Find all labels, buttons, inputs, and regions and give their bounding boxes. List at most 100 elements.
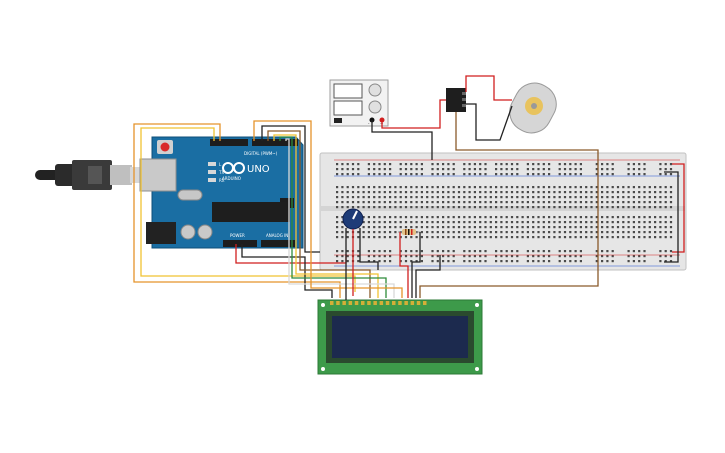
breadboard-hole[interactable] xyxy=(532,255,535,258)
breadboard-hole[interactable] xyxy=(420,255,423,258)
breadboard-hole[interactable] xyxy=(442,260,445,263)
breadboard-hole[interactable] xyxy=(457,221,461,224)
breadboard-hole[interactable] xyxy=(394,231,397,234)
breadboard-hole[interactable] xyxy=(669,255,673,258)
breadboard-hole[interactable] xyxy=(452,186,455,189)
breadboard-hole[interactable] xyxy=(399,168,402,171)
wire-orange-loop[interactable] xyxy=(133,123,341,298)
breadboard-hole[interactable] xyxy=(420,260,423,263)
breadboard-hole[interactable] xyxy=(558,201,561,204)
breadboard-hole[interactable] xyxy=(489,226,492,229)
breadboard-hole[interactable] xyxy=(431,163,434,166)
breadboard-hole[interactable] xyxy=(410,191,413,194)
breadboard-hole[interactable] xyxy=(473,191,476,194)
breadboard-hole[interactable] xyxy=(383,163,386,166)
breadboard-hole[interactable] xyxy=(351,186,355,189)
breadboard-hole[interactable] xyxy=(436,173,439,176)
breadboard-hole[interactable] xyxy=(500,173,503,176)
breadboard-hole[interactable] xyxy=(638,260,641,263)
breadboard-hole[interactable] xyxy=(669,186,673,189)
breadboard-hole[interactable] xyxy=(410,168,413,171)
wire-white-d8[interactable] xyxy=(285,138,395,298)
breadboard-hole[interactable] xyxy=(415,236,418,239)
breadboard-hole[interactable] xyxy=(336,221,339,224)
breadboard-hole[interactable] xyxy=(595,191,598,194)
breadboard-hole[interactable] xyxy=(505,206,508,209)
breadboard-hole[interactable] xyxy=(510,221,514,224)
breadboard-hole[interactable] xyxy=(336,201,339,204)
breadboard-hole[interactable] xyxy=(548,168,551,171)
breadboard-hole[interactable] xyxy=(659,216,662,219)
breadboard-hole[interactable] xyxy=(389,173,392,176)
breadboard-hole[interactable] xyxy=(611,163,614,166)
breadboard-hole[interactable] xyxy=(558,206,561,209)
wire-green-d9[interactable] xyxy=(279,136,387,298)
breadboard-hole[interactable] xyxy=(510,255,514,258)
breadboard-hole[interactable] xyxy=(542,206,545,209)
breadboard-hole[interactable] xyxy=(569,260,572,263)
breadboard-hole[interactable] xyxy=(563,260,567,263)
breadboard-hole[interactable] xyxy=(436,206,439,209)
breadboard-hole[interactable] xyxy=(383,260,386,263)
breadboard-hole[interactable] xyxy=(373,250,376,253)
breadboard-hole[interactable] xyxy=(436,260,439,263)
breadboard-hole[interactable] xyxy=(463,226,466,229)
breadboard-hole[interactable] xyxy=(500,206,503,209)
breadboard-hole[interactable] xyxy=(558,221,561,224)
breadboard-hole[interactable] xyxy=(336,173,339,176)
reset-button-cap[interactable] xyxy=(160,142,170,152)
breadboard-hole[interactable] xyxy=(336,226,339,229)
breadboard-hole[interactable] xyxy=(410,255,413,258)
breadboard-hole[interactable] xyxy=(415,163,418,166)
breadboard-hole[interactable] xyxy=(415,196,418,199)
breadboard-hole[interactable] xyxy=(669,196,673,199)
breadboard-hole[interactable] xyxy=(569,191,572,194)
breadboard-hole[interactable] xyxy=(558,226,561,229)
breadboard-hole[interactable] xyxy=(521,196,524,199)
breadboard-hole[interactable] xyxy=(447,236,450,239)
breadboard-hole[interactable] xyxy=(606,173,609,176)
breadboard-hole[interactable] xyxy=(585,221,588,224)
breadboard-hole[interactable] xyxy=(346,196,349,199)
breadboard-hole[interactable] xyxy=(373,255,376,258)
breadboard-hole[interactable] xyxy=(563,250,567,253)
breadboard-hole[interactable] xyxy=(436,196,439,199)
breadboard-hole[interactable] xyxy=(489,206,492,209)
breadboard-hole[interactable] xyxy=(389,236,392,239)
breadboard-hole[interactable] xyxy=(378,221,381,224)
breadboard-hole[interactable] xyxy=(606,221,609,224)
breadboard-hole[interactable] xyxy=(383,173,386,176)
breadboard-hole[interactable] xyxy=(447,255,450,258)
breadboard-hole[interactable] xyxy=(341,221,344,224)
breadboard-hole[interactable] xyxy=(505,201,508,204)
breadboard-hole[interactable] xyxy=(468,260,471,263)
breadboard-hole[interactable] xyxy=(510,173,514,176)
breadboard-hole[interactable] xyxy=(484,168,487,171)
breadboard-hole[interactable] xyxy=(632,201,635,204)
breadboard-hole[interactable] xyxy=(447,163,450,166)
breadboard-hole[interactable] xyxy=(664,221,667,224)
breadboard-hole[interactable] xyxy=(595,196,598,199)
breadboard-hole[interactable] xyxy=(659,191,662,194)
breadboard-hole[interactable] xyxy=(399,216,402,219)
breadboard-hole[interactable] xyxy=(431,236,434,239)
breadboard-hole[interactable] xyxy=(558,186,561,189)
breadboard-hole[interactable] xyxy=(452,260,455,263)
breadboard-hole[interactable] xyxy=(336,206,339,209)
breadboard-hole[interactable] xyxy=(495,191,498,194)
breadboard-hole[interactable] xyxy=(521,236,524,239)
breadboard-hole[interactable] xyxy=(569,206,572,209)
breadboard-hole[interactable] xyxy=(489,196,492,199)
breadboard-hole[interactable] xyxy=(426,226,429,229)
breadboard-hole[interactable] xyxy=(479,231,482,234)
wire-red-supply[interactable] xyxy=(381,99,446,129)
breadboard-hole[interactable] xyxy=(579,236,582,239)
breadboard-hole[interactable] xyxy=(558,250,561,253)
breadboard-hole[interactable] xyxy=(654,221,657,224)
breadboard-hole[interactable] xyxy=(654,236,657,239)
breadboard-hole[interactable] xyxy=(601,196,604,199)
breadboard-hole[interactable] xyxy=(669,231,673,234)
breadboard-hole[interactable] xyxy=(500,250,503,253)
breadboard-hole[interactable] xyxy=(500,221,503,224)
breadboard-hole[interactable] xyxy=(632,226,635,229)
